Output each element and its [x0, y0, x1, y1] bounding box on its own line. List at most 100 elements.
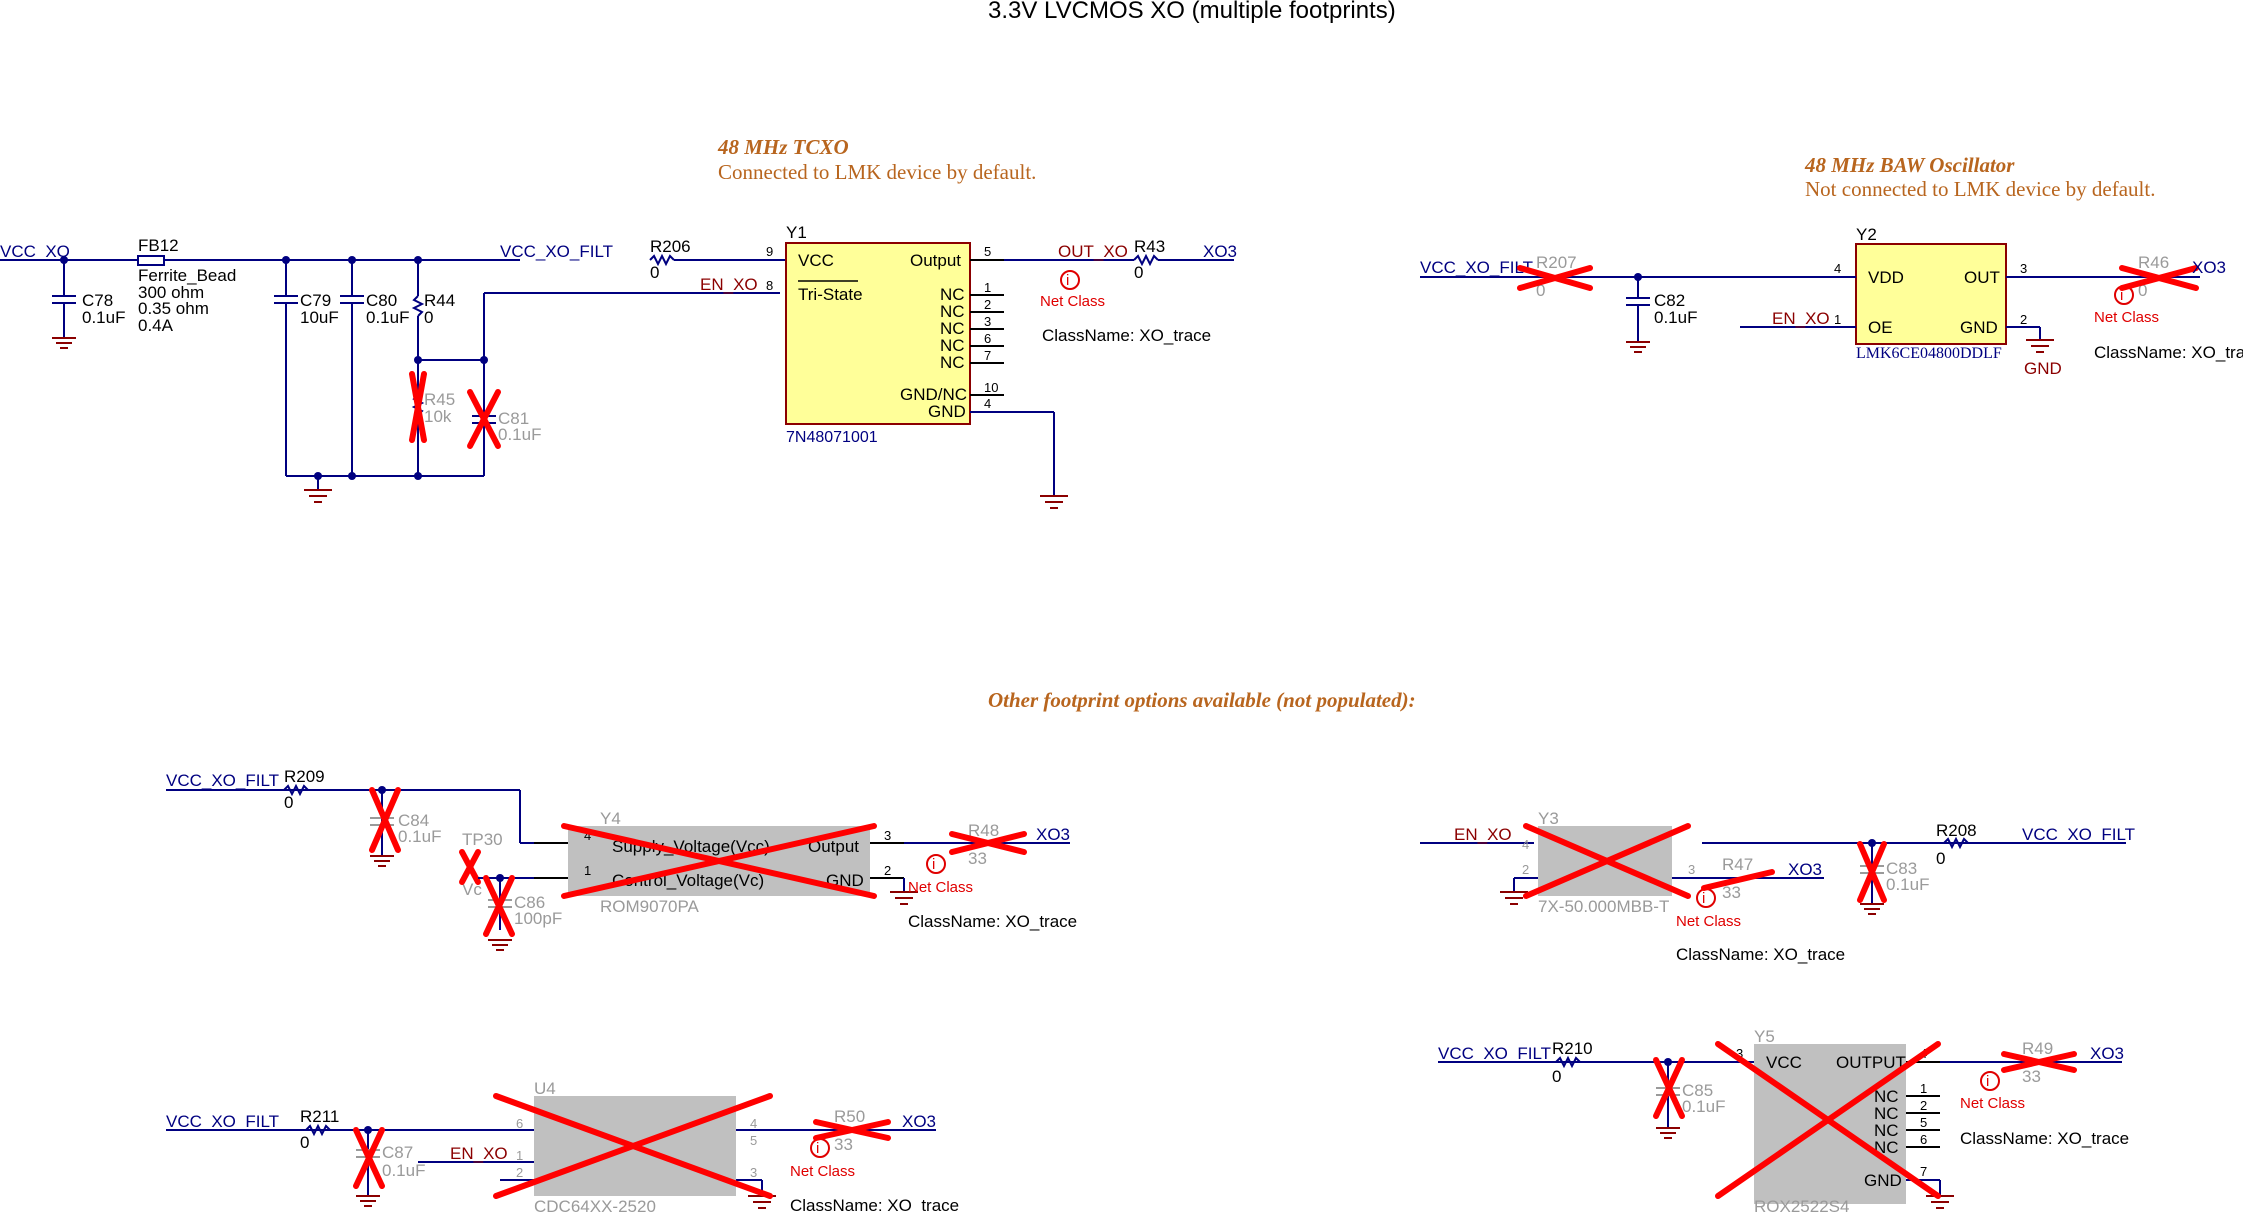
y1-nc2-label: NC [940, 302, 965, 321]
r211-ref: R211 [300, 1107, 339, 1126]
svg-text:3: 3 [984, 314, 991, 329]
r49-value: 33 [2022, 1067, 2041, 1086]
c84-value: 0.1uF [398, 827, 441, 846]
net-class-tag-y5: Net Class [1960, 1095, 2025, 1112]
y5-nc4-label: NC [1874, 1138, 1899, 1157]
svg-text:7: 7 [1920, 1164, 1927, 1179]
y5-nc1-label: NC [1874, 1087, 1899, 1106]
y3-part: 7X-50.000MBB-T [1538, 897, 1669, 916]
class-name-y1: ClassName: XO_trace [1042, 326, 1211, 345]
y2-oe-label: OE [1868, 318, 1893, 337]
c82-ref: C82 [1654, 291, 1685, 310]
r44-value: 0 [424, 308, 433, 327]
r46-ref: R46 [2138, 253, 2169, 272]
c80-ref: C80 [366, 291, 397, 310]
svg-text:3: 3 [884, 828, 891, 843]
svg-text:3: 3 [1688, 862, 1695, 877]
y5-output-label: OUTPUT [1836, 1053, 1906, 1072]
y1-ref: Y1 [786, 223, 807, 242]
r209-value: 0 [284, 793, 293, 812]
c82-value: 0.1uF [1654, 308, 1697, 327]
c79-ref: C79 [300, 291, 331, 310]
svg-text:5: 5 [984, 244, 991, 259]
svg-text:2: 2 [1522, 862, 1529, 877]
y1-vcc-label: VCC [798, 251, 834, 270]
svg-text:i: i [1986, 1073, 1989, 1090]
svg-text:4: 4 [584, 828, 591, 843]
r49-dnp-mark [2001, 1051, 2077, 1073]
svg-text:1: 1 [516, 1148, 523, 1163]
c84-dnp-mark [369, 787, 401, 853]
c86-dnp-mark [483, 875, 515, 937]
baw-note-title: 48 MHz BAW Oscillator [1804, 153, 2015, 177]
r47-value: 33 [1722, 883, 1741, 902]
r208-value: 0 [1936, 849, 1945, 868]
svg-text:6: 6 [516, 1116, 523, 1131]
svg-text:4: 4 [1834, 261, 1841, 276]
class-name-y3: ClassName: XO_trace [1676, 945, 1845, 964]
y4-dnp-mark [561, 823, 877, 899]
baw-section: VCC_XO_FILT R207 0 C82 0.1uF EN_XO Y2 LM… [1420, 225, 2243, 378]
net-label-xo3-1: XO3 [1203, 242, 1237, 261]
c78-ref: C78 [82, 291, 113, 310]
c86-value: 100pF [514, 909, 562, 928]
net-label-vcc-xo-filt-2: VCC_XO_FILT [1420, 258, 1533, 277]
c86-ref: C86 [514, 893, 545, 912]
svg-text:2: 2 [984, 297, 991, 312]
svg-text:2: 2 [2020, 312, 2027, 327]
class-name-y2: ClassName: XO_trace [2094, 343, 2243, 362]
y1-nc4-label: NC [940, 336, 965, 355]
net-label-vcc-xo-filt-4: VCC_XO_FILT [2022, 825, 2135, 844]
r50-dnp-mark [813, 1119, 891, 1141]
y3-dnp-mark [1523, 823, 1691, 899]
y1-part: 7N48071001 [786, 429, 878, 446]
svg-text:1: 1 [1834, 312, 1841, 327]
svg-text:i: i [816, 1140, 819, 1157]
r50-value: 33 [834, 1135, 853, 1154]
gnd-label-y2: GND [2024, 359, 2062, 378]
y5-dnp-mark [1715, 1041, 1941, 1199]
r44-ref: R44 [424, 291, 455, 310]
page-title: 3.3V LVCMOS XO (multiple footprints) [988, 0, 1396, 24]
c84-ref: C84 [398, 811, 429, 830]
svg-text:4: 4 [750, 1116, 757, 1131]
r206-ref: R206 [650, 237, 691, 256]
net-label-out-xo: OUT_XO [1058, 242, 1128, 261]
net-label-xo3-4: XO3 [1788, 860, 1822, 879]
svg-text:2: 2 [1920, 1098, 1927, 1113]
c87-dnp-mark [353, 1127, 385, 1189]
net-label-vcc-xo-filt-1: VCC_XO_FILT [500, 242, 613, 261]
svg-text:3: 3 [1736, 1046, 1743, 1061]
c78-value: 0.1uF [82, 308, 125, 327]
r50-ref: R50 [834, 1107, 865, 1126]
y5-part: ROX2522S4 [1754, 1197, 1849, 1213]
c80-value: 0.1uF [366, 308, 409, 327]
r48-value: 33 [968, 849, 987, 868]
y1-gndnc-label: GND/NC [900, 385, 967, 404]
c85-ref: C85 [1682, 1081, 1713, 1100]
r46-value: 0 [2138, 281, 2147, 300]
class-name-u4: ClassName: XO_trace [790, 1196, 959, 1213]
other-options-note: Other footprint options available (not p… [988, 688, 1416, 712]
svg-text:i: i [2120, 287, 2123, 304]
r210-value: 0 [1552, 1067, 1561, 1086]
y2-body [1855, 243, 2007, 345]
net-label-en-xo-4: EN_XO [450, 1144, 508, 1163]
r46-dnp-mark [2119, 265, 2199, 291]
fb12-val2: 0.35 ohm [138, 299, 209, 318]
c85-value: 0.1uF [1682, 1097, 1725, 1116]
tcxo-note-title: 48 MHz TCXO [717, 135, 849, 159]
r211-value: 0 [300, 1133, 309, 1152]
c87-value: 0.1uF [382, 1161, 425, 1180]
y3-ref: Y3 [1538, 809, 1559, 828]
r48-dnp-mark [949, 831, 1027, 855]
c83-ref: C83 [1886, 859, 1917, 878]
tcxo-note-subtitle: Connected to LMK device by default. [718, 160, 1036, 184]
y4-ref: Y4 [600, 809, 621, 828]
svg-text:2: 2 [884, 863, 891, 878]
y5-nc2-label: NC [1874, 1104, 1899, 1123]
y2-ref: Y2 [1856, 225, 1877, 244]
y5-ref: Y5 [1754, 1027, 1775, 1046]
y2-part: LMK6CE04800DDLF [1856, 345, 2002, 362]
net-label-vcc-xo-filt-5: VCC_XO_FILT [166, 1112, 279, 1131]
